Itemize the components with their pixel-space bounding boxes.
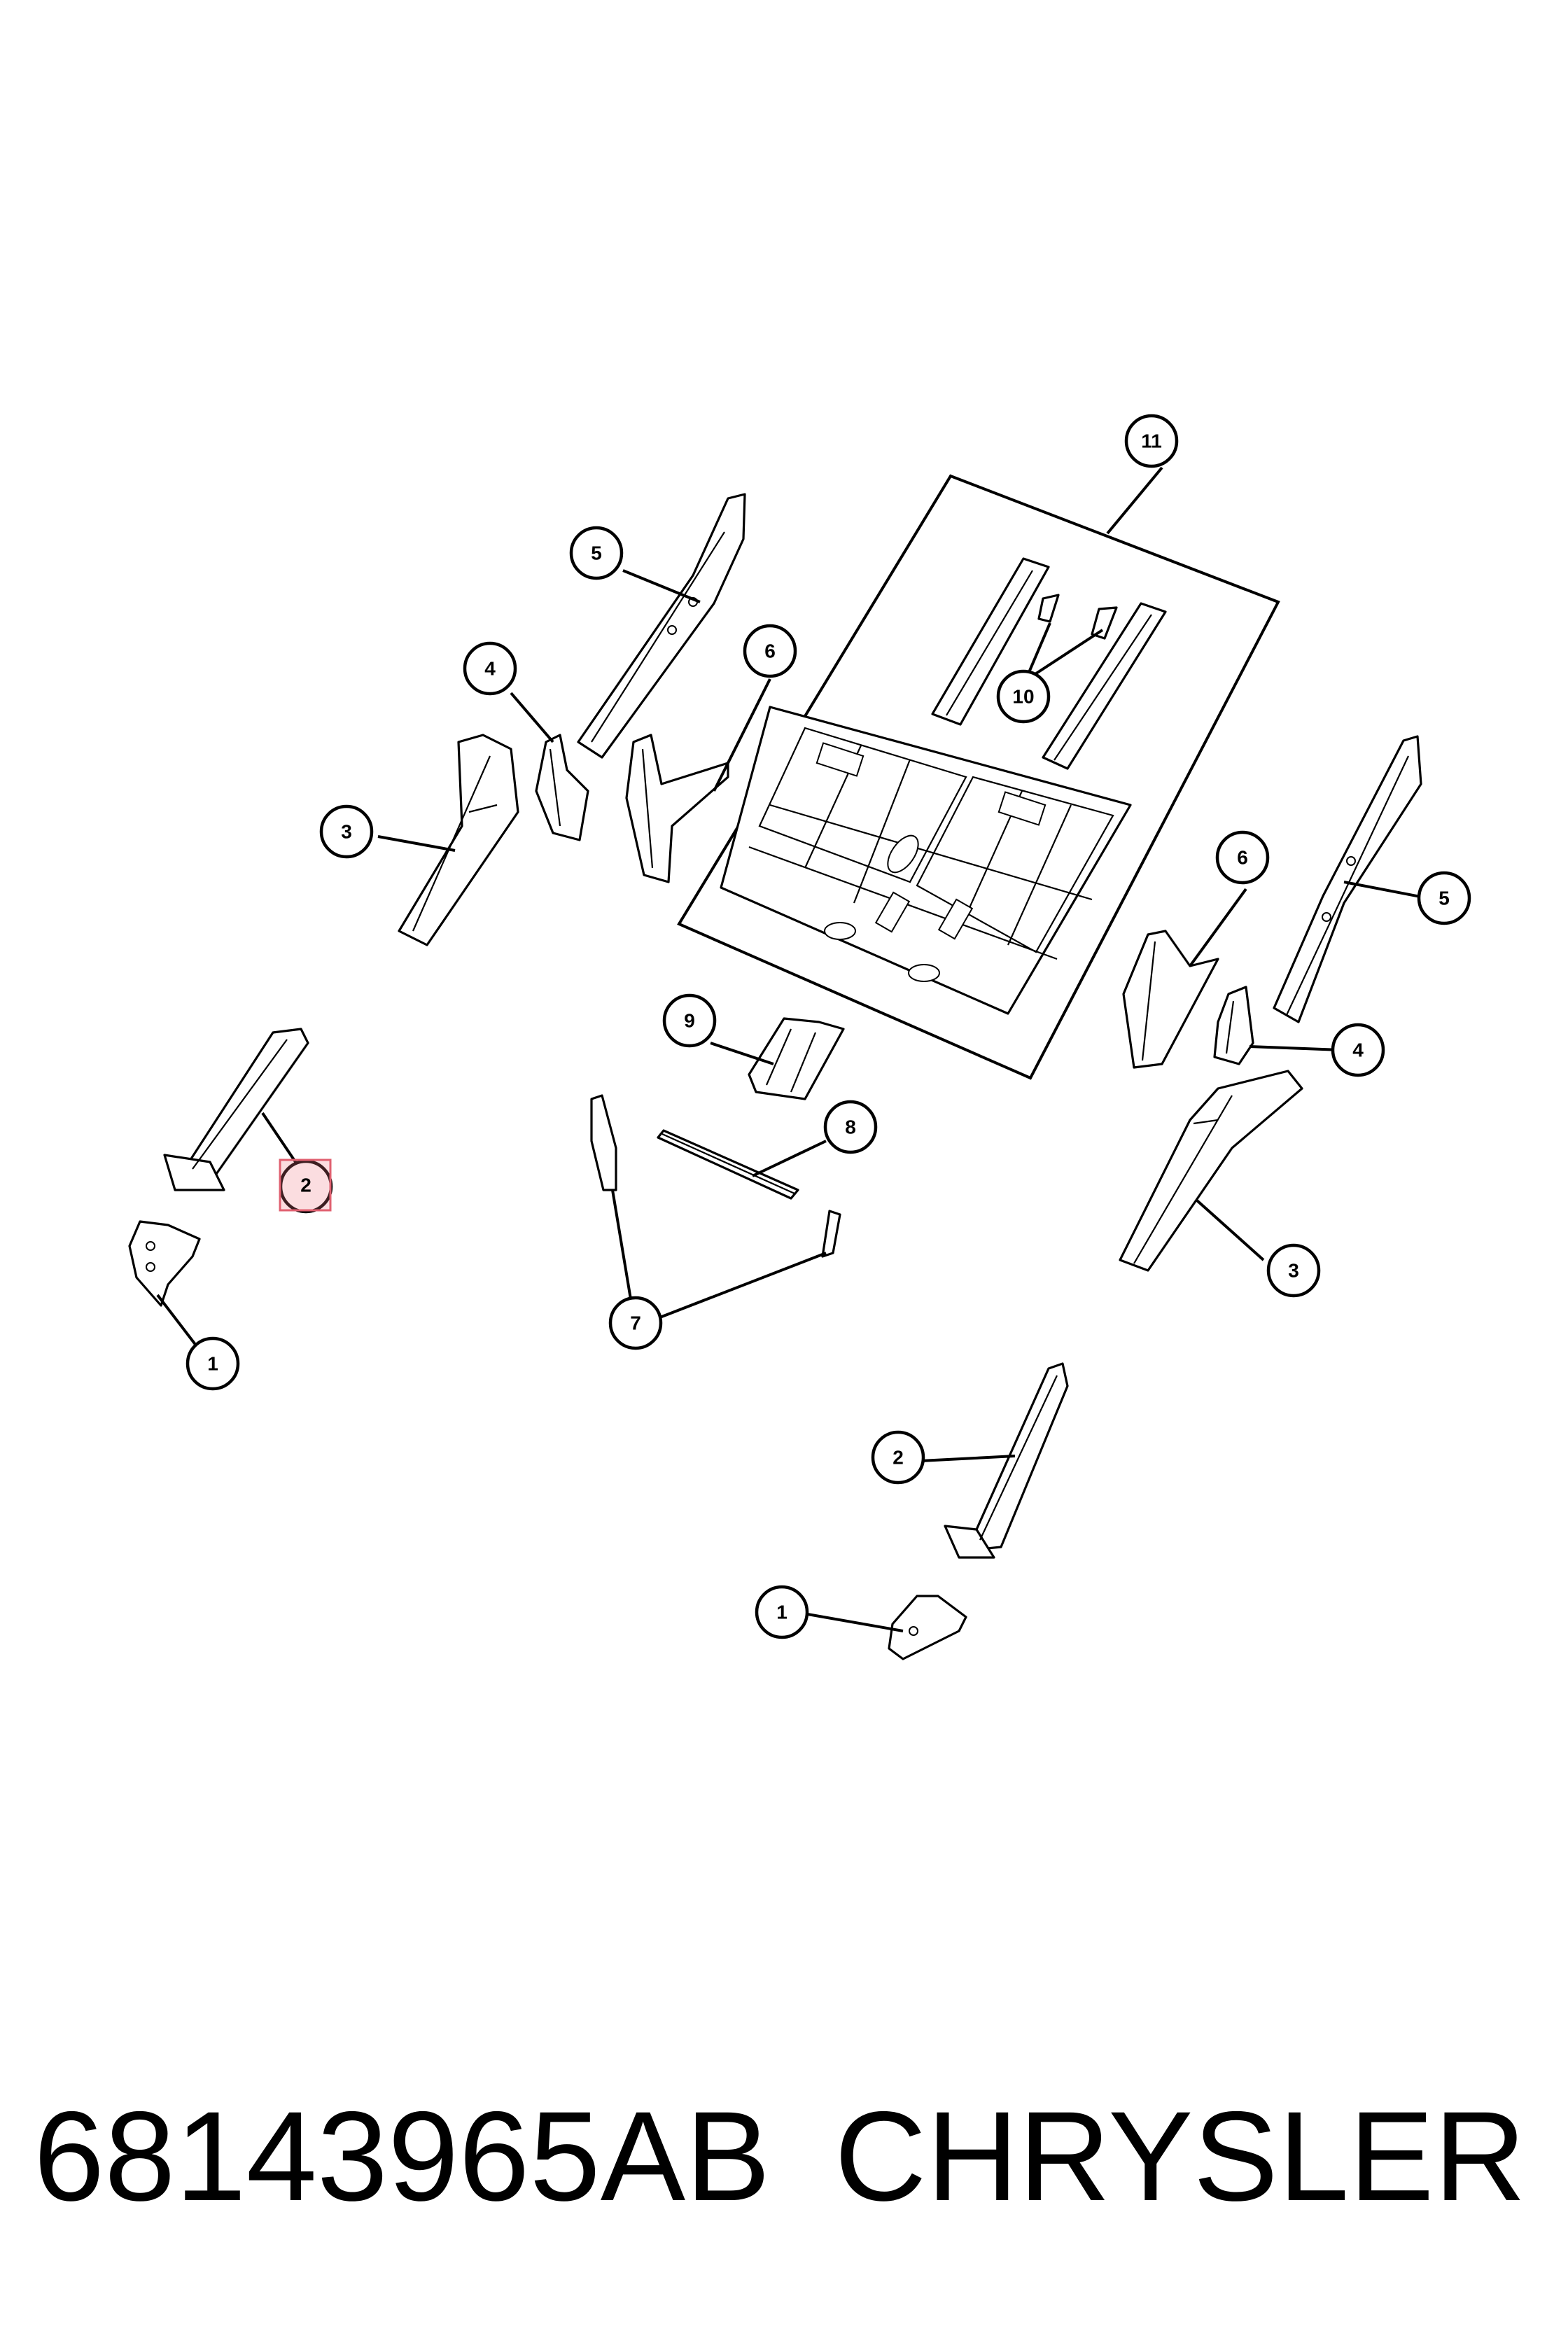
part-number-text: 68143965AB: [34, 2085, 771, 2227]
bracket-part-7-right: [821, 1210, 841, 1258]
callout-4-left[interactable]: 4: [463, 641, 517, 696]
bracket-part-9: [748, 1017, 845, 1100]
bracket-part-1-bottom: [888, 1595, 967, 1660]
callout-5-right-label: 5: [1438, 888, 1450, 909]
selected-callout-highlight: [279, 1158, 332, 1212]
callout-5-left-label: 5: [591, 542, 602, 564]
callout-1-left[interactable]: 1: [186, 1336, 240, 1391]
callout-4-right-label: 4: [1352, 1040, 1364, 1061]
bracket-part-7-left: [590, 1094, 617, 1191]
rail-part-3-right: [1119, 1070, 1303, 1272]
callout-1-bottom[interactable]: 1: [755, 1585, 809, 1639]
floor-rail-part-right: [1042, 602, 1167, 770]
callout-2-left[interactable]: 2: [279, 1158, 333, 1214]
callout-2-bottom-label: 2: [892, 1447, 904, 1469]
callout-6-left[interactable]: 6: [743, 624, 797, 678]
floor-pan-part: [720, 706, 1132, 1015]
callout-8-label: 8: [845, 1116, 856, 1138]
rail-part-5-right: [1273, 735, 1422, 1023]
callout-10[interactable]: 10: [996, 669, 1051, 724]
right-rail-group: [1119, 735, 1422, 1272]
callout-8[interactable]: 8: [823, 1100, 878, 1154]
callout-9-label: 9: [684, 1010, 695, 1032]
callout-11[interactable]: 11: [1124, 414, 1179, 468]
callout-3-left-label: 3: [341, 821, 352, 843]
pillar-part-6-left: [625, 734, 729, 883]
callout-11-label: 11: [1141, 430, 1162, 452]
callout-2-bottom[interactable]: 2: [871, 1430, 925, 1485]
floor-rail-part-left: [931, 557, 1050, 726]
callout-6-right-label: 6: [1237, 847, 1248, 869]
callout-6-right[interactable]: 6: [1215, 830, 1270, 885]
callout-10-label: 10: [1012, 686, 1034, 708]
callout-7[interactable]: 7: [608, 1296, 663, 1350]
brand-text: CHRYSLER: [834, 2085, 1526, 2227]
bracket-part-4-right: [1213, 986, 1254, 1065]
rail-part-3-left: [398, 734, 519, 946]
callout-3-right[interactable]: 3: [1266, 1243, 1321, 1298]
callout-5-right[interactable]: 5: [1417, 871, 1471, 925]
small-bracket-part: [1091, 606, 1118, 640]
callout-4-left-label: 4: [484, 658, 496, 680]
pillar-part-2-bottom: [944, 1362, 1069, 1559]
bottom-center-group: [888, 1362, 1069, 1660]
callout-4-right[interactable]: 4: [1331, 1023, 1385, 1077]
left-rail-group: [398, 493, 746, 946]
callout-5-left[interactable]: 5: [569, 526, 624, 580]
callout-9[interactable]: 9: [662, 993, 717, 1048]
crossbar-part-8: [657, 1129, 799, 1200]
footer-caption: 68143965AB CHRYSLER: [0, 2072, 1568, 2240]
callout-6-left-label: 6: [764, 640, 776, 662]
callout-3-left[interactable]: 3: [319, 804, 374, 859]
pillar-part-6-right: [1122, 930, 1219, 1069]
bottom-left-group: [128, 1028, 309, 1307]
callout-3-right-label: 3: [1288, 1260, 1299, 1282]
callout-2-left-label: 2: [300, 1175, 312, 1196]
small-bracket-part: [1037, 594, 1060, 623]
center-parts-group: [590, 1017, 845, 1258]
callout-1-bottom-label: 1: [776, 1602, 788, 1623]
callout-1-left-label: 1: [207, 1353, 218, 1375]
pillar-part-2-left: [163, 1028, 309, 1191]
floor-pan-assembly-group: [677, 474, 1280, 1080]
bracket-part-4-left: [535, 734, 589, 841]
bracket-part-1-left: [128, 1220, 201, 1307]
callout-7-label: 7: [630, 1312, 641, 1334]
